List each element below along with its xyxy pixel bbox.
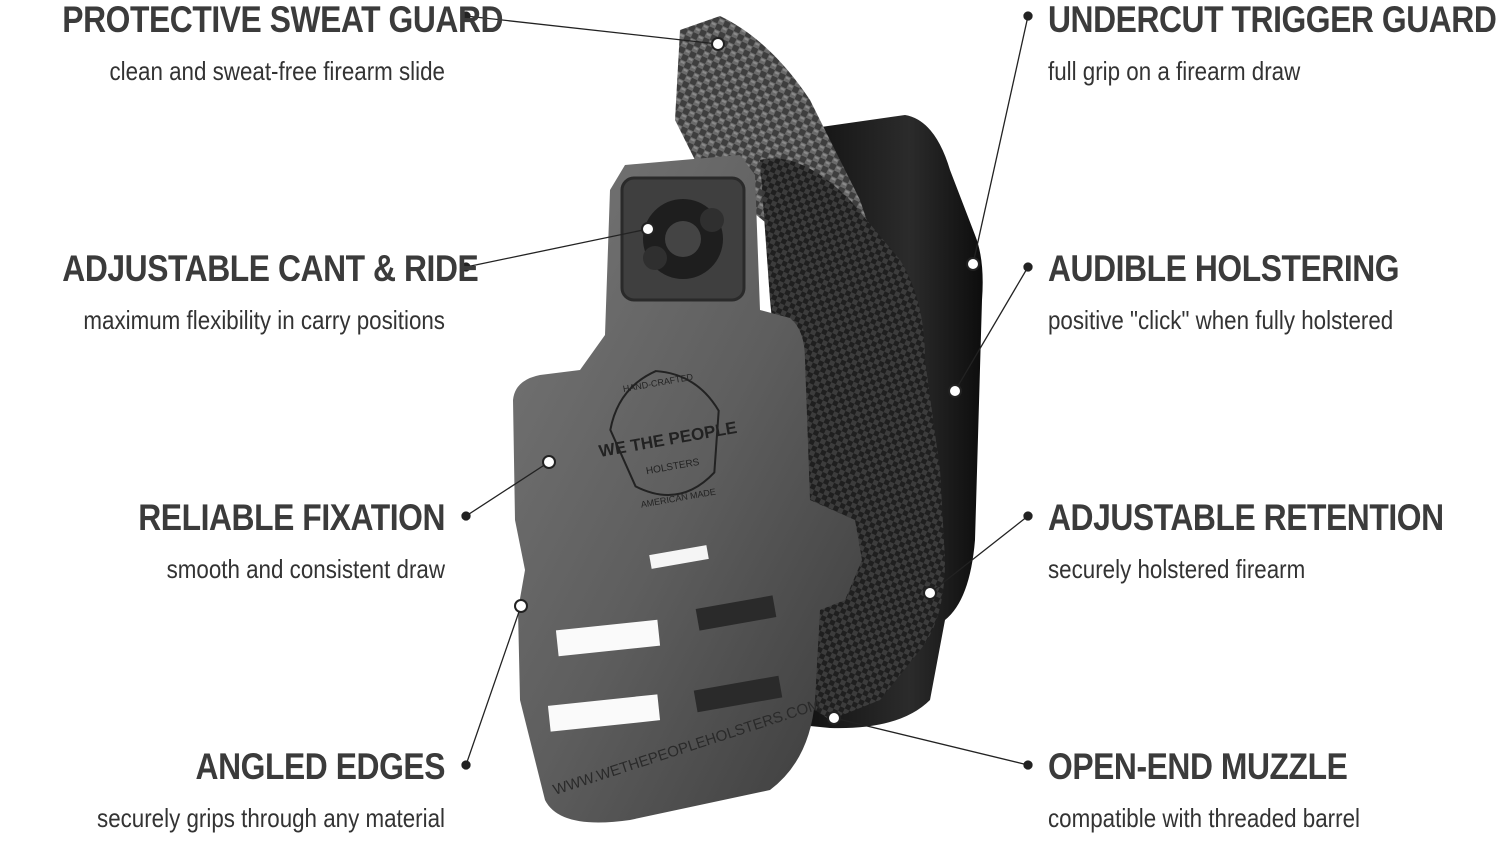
- feature-audible-holstering: AUDIBLE HOLSTERING positive "click" when…: [1048, 248, 1493, 336]
- callout-point: [711, 37, 725, 51]
- feature-title: AUDIBLE HOLSTERING: [1048, 248, 1400, 289]
- callout-dot: [1023, 511, 1033, 521]
- feature-description: smooth and consistent draw: [166, 554, 445, 584]
- feature-title: ADJUSTABLE RETENTION: [1048, 497, 1444, 538]
- callout-dot: [1023, 11, 1033, 21]
- callout-dot: [461, 760, 471, 770]
- callout-point: [514, 599, 528, 613]
- callout-dot: [1023, 262, 1033, 272]
- feature-title: OPEN-END MUZZLE: [1048, 746, 1348, 787]
- feature-open-end-muzzle: OPEN-END MUZZLE compatible with threaded…: [1048, 746, 1493, 834]
- callout-point: [966, 257, 980, 271]
- callout-point: [827, 711, 841, 725]
- feature-description: securely grips through any material: [97, 803, 446, 833]
- feature-description: positive "click" when fully holstered: [1048, 305, 1394, 335]
- belt-clip: [513, 155, 862, 823]
- belt-slot: [695, 595, 777, 631]
- feature-adjustable-retention: ADJUSTABLE RETENTION securely holstered …: [1048, 497, 1493, 585]
- feature-description: full grip on a firearm draw: [1048, 56, 1301, 86]
- callout-dot: [461, 262, 471, 272]
- callout-point: [542, 455, 556, 469]
- belt-slot: [547, 694, 661, 732]
- belt-slot: [555, 619, 661, 657]
- feature-title: UNDERCUT TRIGGER GUARD: [1048, 0, 1497, 40]
- feature-protective-sweat-guard: PROTECTIVE SWEAT GUARD clean and sweat-f…: [0, 0, 504, 86]
- callout-line-audible: [954, 266, 1029, 392]
- callout-line-retention: [929, 515, 1029, 594]
- callout-line-fixation: [465, 461, 550, 517]
- feature-title: RELIABLE FIXATION: [138, 497, 445, 538]
- belt-slot: [649, 545, 709, 569]
- callout-point: [948, 384, 962, 398]
- callout-dot: [461, 11, 471, 21]
- feature-description: maximum flexibility in carry positions: [83, 305, 445, 335]
- callout-line-muzzle: [833, 717, 1029, 766]
- callout-point: [923, 586, 937, 600]
- feature-adjustable-cant-ride: ADJUSTABLE CANT & RIDE maximum flexibili…: [0, 248, 479, 336]
- callout-line-sweat-guard: [465, 15, 719, 45]
- callout-line-trigger-guard: [972, 15, 1029, 265]
- feature-description: clean and sweat-free firearm slide: [109, 56, 446, 86]
- feature-title: ADJUSTABLE CANT & RIDE: [62, 248, 479, 289]
- callout-dot: [1023, 760, 1033, 770]
- belt-slot: [693, 675, 783, 713]
- callout-point: [641, 222, 655, 236]
- feature-title: PROTECTIVE SWEAT GUARD: [62, 0, 504, 40]
- callout-dot: [461, 511, 471, 521]
- feature-undercut-trigger-guard: UNDERCUT TRIGGER GUARD full grip on a fi…: [1048, 0, 1497, 86]
- feature-reliable-fixation: RELIABLE FIXATION smooth and consistent …: [0, 497, 445, 585]
- callout-line-angled-edges: [465, 605, 522, 766]
- callout-line-cant: [465, 228, 649, 268]
- feature-description: securely holstered firearm: [1048, 554, 1306, 584]
- feature-description: compatible with threaded barrel: [1048, 803, 1360, 833]
- feature-title: ANGLED EDGES: [195, 746, 446, 787]
- feature-angled-edges: ANGLED EDGES securely grips through any …: [0, 746, 446, 834]
